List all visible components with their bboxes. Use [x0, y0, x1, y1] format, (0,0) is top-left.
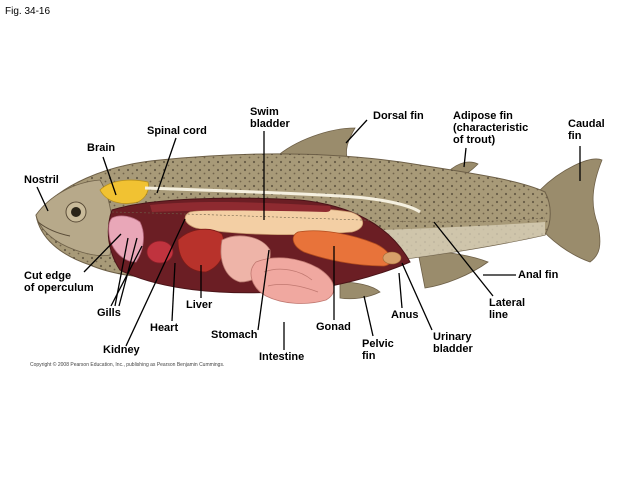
label-pelvic-fin: Pelvic fin: [362, 338, 394, 362]
gonad-shape: [292, 230, 392, 267]
label-gonad: Gonad: [316, 321, 351, 333]
label-swim-bladder-line1: Swim: [250, 106, 279, 118]
label-intestine-line1: Intestine: [259, 351, 305, 363]
anal-fin-shape: [417, 251, 489, 289]
label-anus: Anus: [391, 309, 419, 321]
label-kidney-line1: Kidney: [103, 344, 140, 356]
label-caudal-fin: Caudal fin: [568, 118, 605, 142]
pupil: [71, 207, 81, 217]
label-urinary-bladder-line1: Urinary: [433, 331, 472, 343]
label-gonad-line1: Gonad: [316, 321, 351, 333]
dorsal-fin-shape: [274, 127, 356, 163]
label-kidney: Kidney: [103, 344, 140, 356]
label-caudal-fin-line1: Caudal: [568, 118, 605, 130]
label-dorsal-fin-line1: Dorsal fin: [373, 110, 424, 122]
label-cut-edge-line1: Cut edge: [24, 270, 72, 282]
label-brain: Brain: [87, 142, 115, 154]
label-pelvic-fin-line1: Pelvic: [362, 338, 394, 350]
kidney-shape: [150, 202, 331, 212]
label-liver: Liver: [186, 299, 212, 311]
label-anus-line1: Anus: [391, 309, 419, 321]
label-intestine: Intestine: [259, 351, 304, 363]
copyright-notice: Copyright © 2008 Pearson Education, Inc.…: [30, 362, 225, 368]
brain-shape: [99, 179, 149, 204]
label-lateral-line-line1: Lateral: [489, 297, 526, 309]
label-liver-line1: Liver: [186, 299, 213, 311]
label-anal-fin-line1: Anal fin: [518, 269, 559, 281]
label-caudal-fin-line2: fin: [568, 130, 582, 142]
label-nostril-line1: Nostril: [24, 174, 59, 186]
spinal-cord-shape: [144, 186, 421, 214]
pelvic-fin-shape: [339, 281, 381, 300]
lateral-line-shape: [111, 211, 546, 223]
label-lateral-line-line2: line: [489, 309, 508, 321]
label-urinary-bladder: Urinary bladder: [433, 331, 473, 355]
label-nostril: Nostril: [24, 174, 59, 186]
label-stomach-line1: Stomach: [211, 329, 258, 341]
mouth: [37, 221, 71, 237]
gills-shape: [108, 215, 144, 263]
label-spinal-cord-line1: Spinal cord: [147, 125, 207, 137]
label-swim-bladder-line2: bladder: [250, 118, 290, 130]
label-lateral-line: Lateral line: [489, 297, 525, 321]
label-swim-bladder: Swim bladder: [250, 106, 290, 130]
intestine-shape: [250, 257, 335, 304]
label-brain-line1: Brain: [87, 142, 116, 154]
label-dorsal-fin: Dorsal fin: [373, 110, 424, 122]
label-adipose-fin: Adipose fin (characteristic of trout): [453, 110, 528, 146]
belly-shape: [380, 222, 545, 262]
label-gills: Gills: [97, 307, 121, 319]
label-adipose-fin-line1: Adipose fin: [453, 110, 513, 122]
label-gills-line1: Gills: [97, 307, 121, 319]
leader-lines: [36, 119, 581, 350]
label-adipose-fin-line2: (characteristic: [453, 122, 529, 134]
caudal-fin-shape: [537, 158, 603, 263]
figure-label: Fig. 34-16: [5, 6, 51, 17]
label-spinal-cord: Spinal cord: [147, 125, 207, 137]
urinary-bladder-shape: [382, 251, 402, 265]
intestine-coils: [263, 268, 319, 293]
label-anal-fin: Anal fin: [518, 269, 558, 281]
label-heart: Heart: [150, 322, 178, 334]
label-urinary-bladder-line2: bladder: [433, 343, 473, 355]
label-cut-edge-line2: of operculum: [24, 282, 94, 294]
label-heart-line1: Heart: [150, 322, 179, 334]
label-stomach: Stomach: [211, 329, 257, 341]
label-pelvic-fin-line2: fin: [362, 350, 376, 362]
label-adipose-fin-line3: of trout): [453, 134, 496, 146]
label-cut-edge-operculum: Cut edge of operculum: [24, 270, 94, 294]
